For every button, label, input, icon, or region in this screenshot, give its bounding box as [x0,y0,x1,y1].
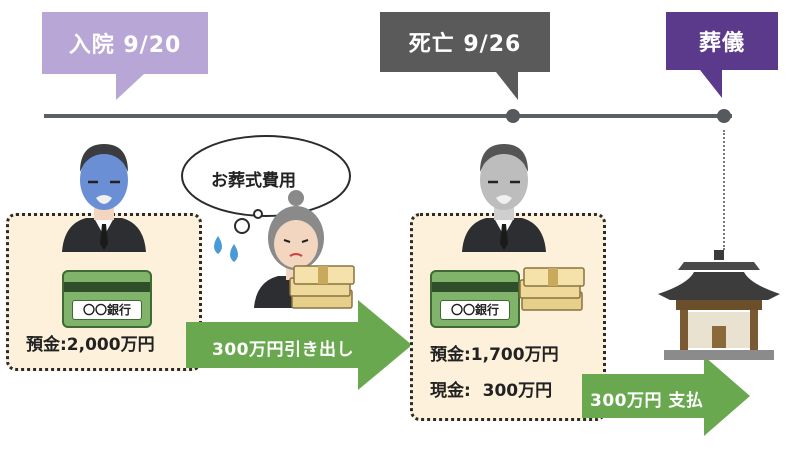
after-deposit-amount: 預金:1,700万円 [430,345,559,365]
before-deposit-amount: 預金:2,000万円 [26,335,155,355]
death-callout-text: 死亡 9/26 [408,32,522,57]
funeral-dotted-connector [723,130,725,250]
admission-callout-text: 入院 9/20 [68,33,182,58]
thought-bubble [181,135,351,234]
death-callout-tail [496,72,518,100]
withdraw-arrow [186,300,412,390]
funeral-callout-text: 葬儀 [698,31,745,56]
card-stripe [64,282,150,292]
before-bank-card-label: 〇〇銀行 [72,300,142,320]
sweat-drops-icon [214,236,238,262]
cash-stack-icon [519,267,585,311]
deceased-man-icon [462,144,546,252]
funeral-callout-tail [700,70,722,98]
after-bank-card-label: 〇〇銀行 [440,300,510,320]
admission-callout: 入院 9/20 [42,12,208,74]
pay-arrow [582,356,750,436]
after-cash-amount: 現金: 300万円 [430,381,553,401]
thought-bubble-text: お葬式費用 [211,171,296,191]
death-timeline-dot [506,109,520,123]
timeline-line [44,114,732,118]
withdraw-arrow-label: 300万円引き出し [212,340,354,360]
admission-callout-tail [116,74,144,100]
before-bank-card: 〇〇銀行 [62,270,152,328]
death-callout: 死亡 9/26 [380,12,550,72]
funeral-timeline-dot [717,109,731,123]
after-bank-card: 〇〇銀行 [430,270,520,328]
sick-man-icon [62,144,146,252]
pay-arrow-label: 300万円 支払 [590,391,704,411]
cash-stack-icon [289,265,355,309]
funeral-callout: 葬儀 [666,12,778,70]
temple-icon [658,250,780,360]
card-stripe [432,282,518,292]
